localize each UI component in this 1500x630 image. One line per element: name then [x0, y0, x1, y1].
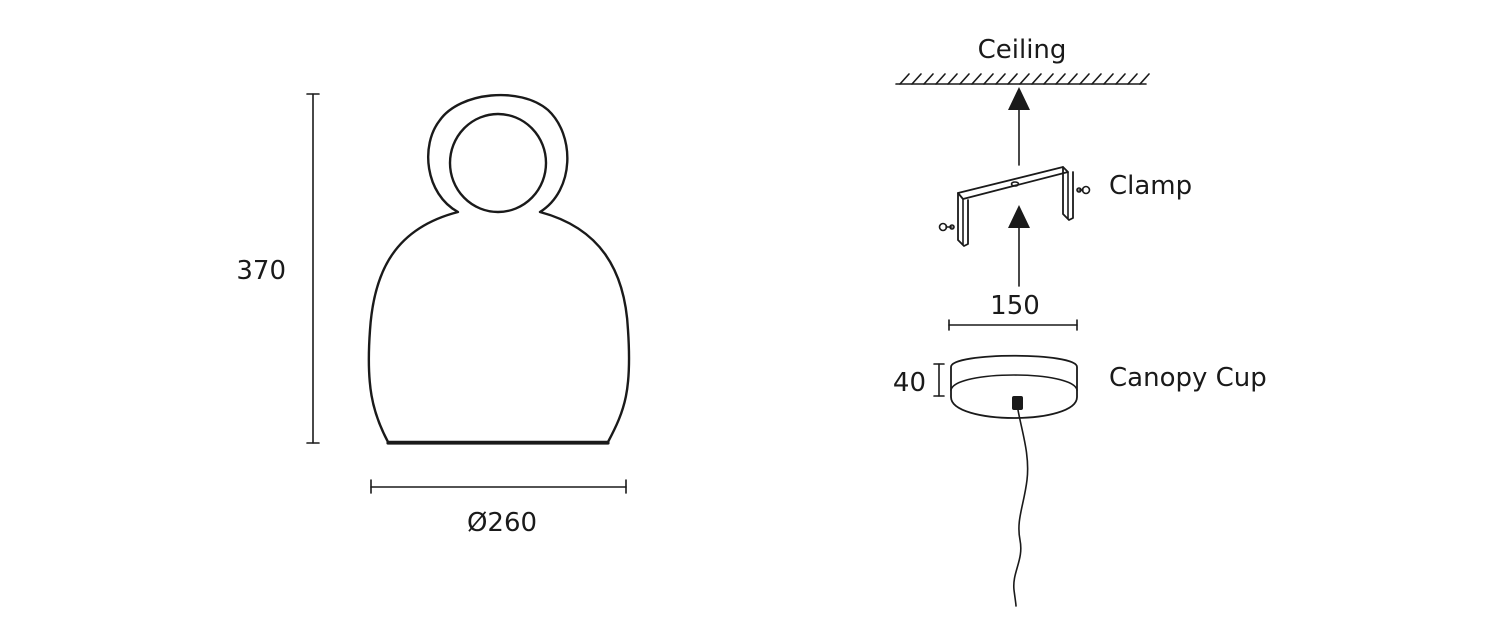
hatch-line	[1127, 73, 1138, 85]
hatch-line	[1007, 73, 1018, 85]
hatch-line	[1103, 73, 1114, 85]
lamp-width-label: Ø260	[467, 508, 537, 538]
hatch-line	[995, 73, 1006, 85]
hatch-line	[947, 73, 958, 85]
hatch-line	[1079, 73, 1090, 85]
canopy-height-dimension: 40	[893, 363, 945, 398]
hatch-line	[935, 73, 946, 85]
lamp-ring-hole	[448, 112, 548, 214]
screw-left-icon	[938, 222, 955, 232]
cord-grip-icon	[1012, 396, 1023, 410]
hatch-line	[1019, 73, 1030, 85]
screw-right-icon	[1076, 185, 1091, 195]
hatch-line	[1115, 73, 1126, 85]
hatch-line	[911, 73, 922, 85]
lamp-width-dimension: Ø260	[370, 479, 627, 538]
hatch-line	[899, 73, 910, 85]
canopy-height-label: 40	[893, 368, 926, 398]
lamp-outline	[367, 93, 631, 444]
hatch-line	[1043, 73, 1054, 85]
clamp-bracket-icon: Clamp	[938, 166, 1192, 247]
hatch-line	[959, 73, 970, 85]
hatch-line	[1091, 73, 1102, 85]
hatch-line	[983, 73, 994, 85]
canopy-width-label: 150	[990, 291, 1040, 321]
ceiling: Ceiling	[895, 35, 1150, 85]
power-cable	[1013, 409, 1029, 607]
hatch-line	[1055, 73, 1066, 85]
ceiling-label: Ceiling	[978, 35, 1067, 65]
canopy-width-dimension: 150	[948, 291, 1078, 331]
lamp-height-label: 370	[236, 256, 286, 286]
arrow-clamp-to-ceiling-icon	[1008, 87, 1030, 166]
ceiling-hatching	[899, 73, 1150, 85]
clamp-label: Clamp	[1109, 171, 1192, 201]
lamp-height-dimension: 370	[236, 93, 320, 444]
canopy-cup-icon: Canopy Cup	[950, 354, 1267, 419]
canopy-label: Canopy Cup	[1109, 363, 1267, 393]
hatch-line	[1139, 73, 1150, 85]
hatch-line	[1067, 73, 1078, 85]
lamp-drawing	[367, 93, 631, 445]
hatch-line	[923, 73, 934, 85]
hatch-line	[971, 73, 982, 85]
arrow-canopy-to-clamp-icon	[1008, 205, 1030, 287]
hatch-line	[1031, 73, 1042, 85]
